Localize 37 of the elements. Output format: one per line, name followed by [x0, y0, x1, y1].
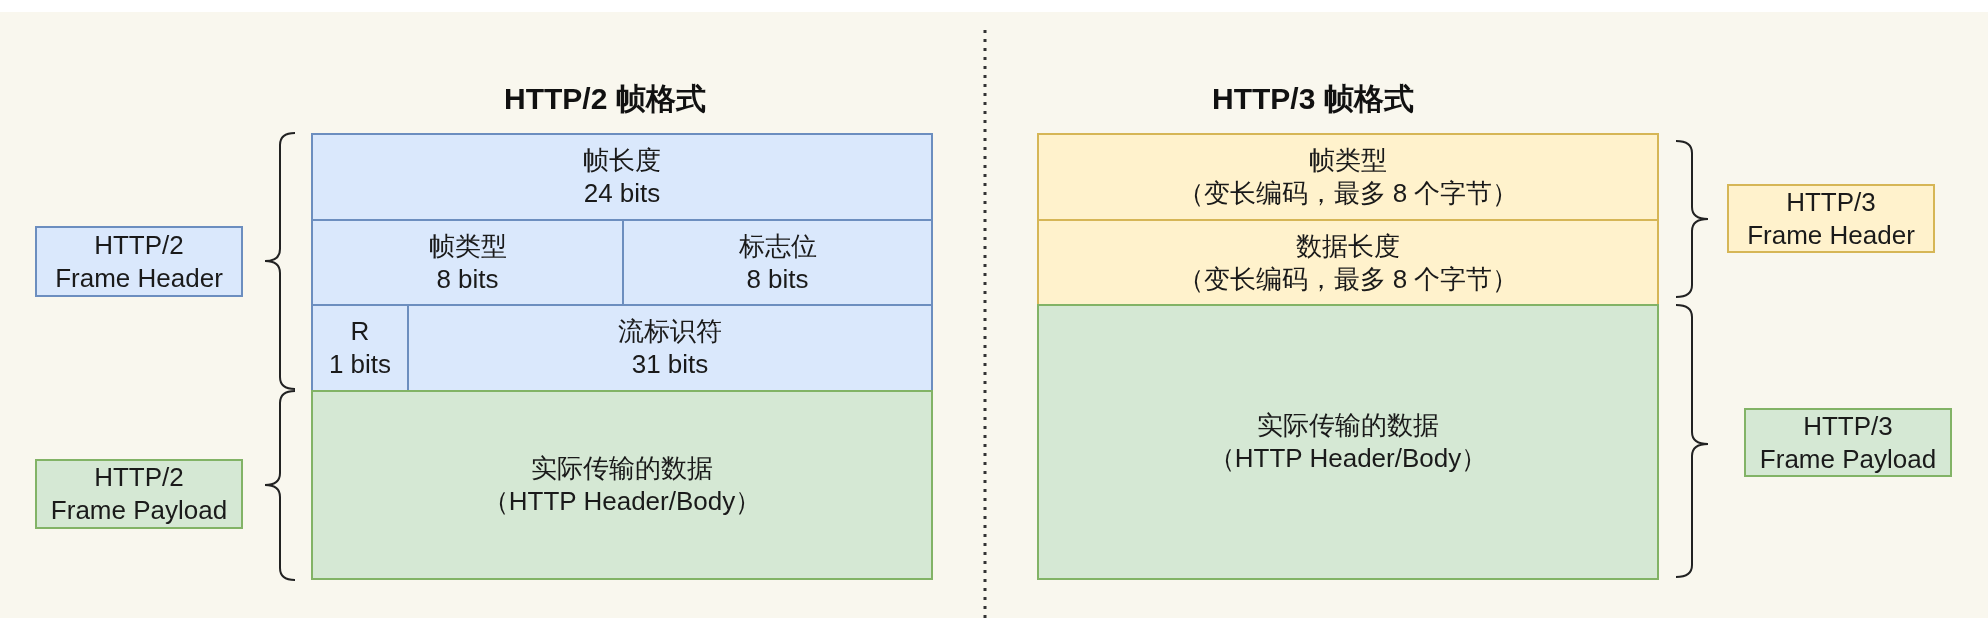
- section-label: HTTP/2 Frame Header: [55, 228, 223, 295]
- panel-title: HTTP/3 帧格式: [1212, 81, 1414, 117]
- field-cell: [407, 304, 933, 392]
- field-cell: [1037, 219, 1659, 306]
- section-label: HTTP/2 Frame Payload: [50, 461, 228, 527]
- payload-note: （HTTP Header/Body）: [482, 485, 762, 518]
- field-name: 帧类型: [1309, 144, 1387, 177]
- field-size: 8 bits: [746, 262, 809, 296]
- field-note: （变长编码，最多 8 个字节）: [1177, 177, 1519, 210]
- payload-note: （HTTP Header/Body）: [1208, 442, 1488, 475]
- field-name: 帧类型: [428, 229, 507, 263]
- field-size: 24 bits: [583, 177, 661, 210]
- field-size: 31 bits: [631, 348, 709, 381]
- field-name: 标志位: [738, 229, 817, 263]
- section-label-box: [35, 459, 243, 529]
- section-label-box: [1744, 408, 1952, 477]
- field-cell: [622, 219, 933, 306]
- section-label-box: [35, 226, 243, 297]
- payload-cell: [311, 390, 933, 580]
- field-size: 1 bits: [328, 348, 392, 381]
- section-label-box: [1727, 184, 1935, 253]
- field-name: R: [350, 315, 370, 348]
- field-cell: [311, 219, 624, 306]
- field-cell: [311, 133, 933, 221]
- field-name: 流标识符: [618, 315, 722, 348]
- payload-name: 实际传输的数据: [1257, 409, 1439, 442]
- field-size: 8 bits: [436, 262, 499, 296]
- field-name: 帧长度: [583, 144, 661, 177]
- payload-cell: [1037, 304, 1659, 580]
- field-cell: [1037, 133, 1659, 221]
- panel-title: HTTP/2 帧格式: [504, 81, 706, 117]
- section-label: HTTP/3 Frame Payload: [1759, 409, 1937, 476]
- payload-name: 实际传输的数据: [531, 452, 713, 485]
- field-cell: [311, 304, 409, 392]
- section-label: HTTP/3 Frame Header: [1747, 185, 1915, 252]
- field-name: 数据长度: [1296, 229, 1400, 263]
- field-note: （变长编码，最多 8 个字节）: [1177, 262, 1519, 296]
